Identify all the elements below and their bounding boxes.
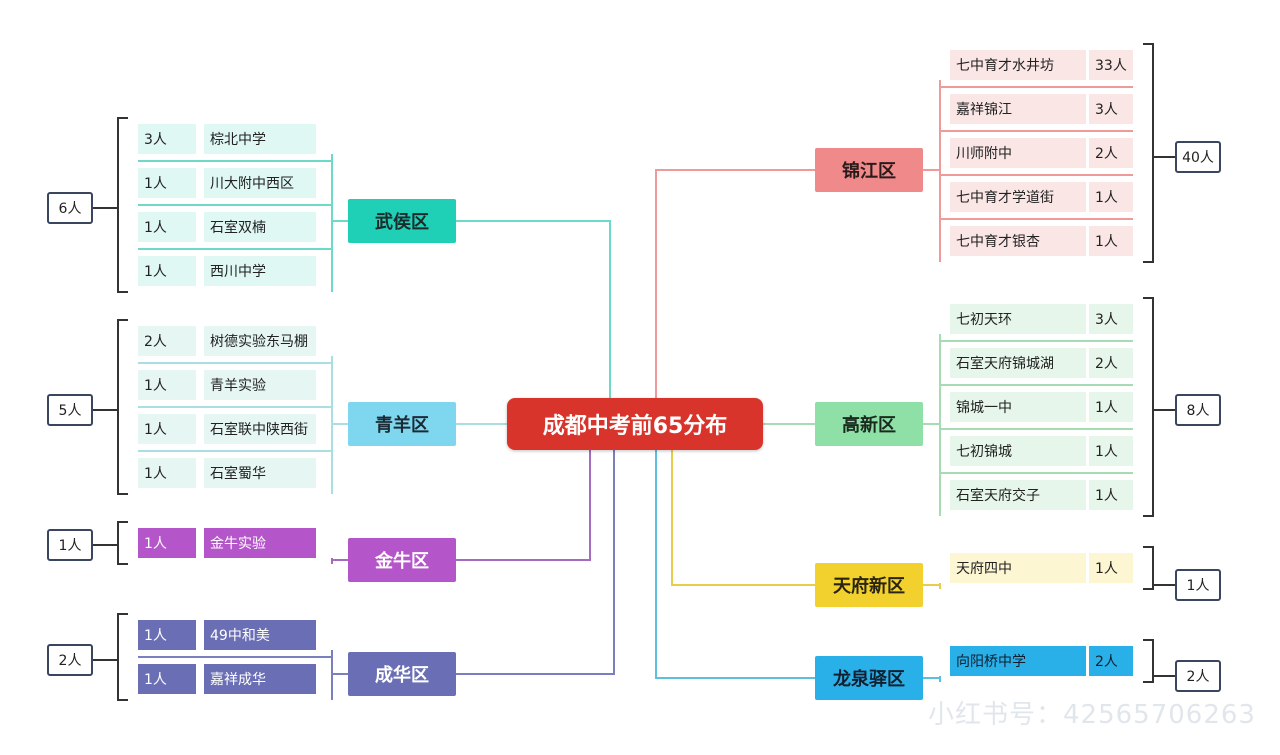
count-cell: 1人	[138, 256, 196, 286]
total-badge: 1人	[1175, 569, 1221, 601]
count-cell: 1人	[1089, 226, 1133, 256]
trunk-line	[456, 450, 615, 675]
trunk-line	[655, 169, 815, 398]
bracket	[1143, 639, 1154, 683]
count-cell: 1人	[1089, 480, 1133, 510]
count-cell: 33人	[1089, 50, 1133, 80]
count-cell: 2人	[1089, 646, 1133, 676]
watermark: 小红书号：42565706263	[928, 700, 1256, 730]
district-node: 锦江区	[815, 148, 923, 192]
bracket	[1143, 43, 1154, 263]
school-cell: 七初天环	[950, 304, 1086, 334]
school-cell: 树德实验东马棚	[204, 326, 316, 356]
count-cell: 1人	[1089, 436, 1133, 466]
school-cell: 石室天府锦城湖	[950, 348, 1086, 378]
school-cell: 锦城一中	[950, 392, 1086, 422]
district-node: 青羊区	[348, 402, 456, 446]
trunk-line	[671, 450, 815, 586]
count-cell: 1人	[138, 528, 196, 558]
bracket	[117, 117, 128, 293]
count-cell: 1人	[138, 458, 196, 488]
count-cell: 1人	[138, 212, 196, 242]
district-node: 金牛区	[348, 538, 456, 582]
count-cell: 3人	[1089, 94, 1133, 124]
count-cell: 1人	[138, 168, 196, 198]
school-cell: 石室天府交子	[950, 480, 1086, 510]
count-cell: 3人	[1089, 304, 1133, 334]
school-cell: 七中育才学道街	[950, 182, 1086, 212]
count-cell: 1人	[1089, 392, 1133, 422]
school-cell: 青羊实验	[204, 370, 316, 400]
total-badge: 2人	[47, 644, 93, 676]
trunk-line	[456, 450, 591, 561]
district-node: 武侯区	[348, 199, 456, 243]
school-cell: 石室蜀华	[204, 458, 316, 488]
school-cell: 49中和美	[204, 620, 316, 650]
total-badge: 5人	[47, 394, 93, 426]
school-cell: 金牛实验	[204, 528, 316, 558]
district-node: 高新区	[815, 402, 923, 446]
bracket	[1143, 546, 1154, 590]
trunk-line	[456, 220, 611, 398]
school-cell: 七中育才水井坊	[950, 50, 1086, 80]
trunk-line	[655, 450, 815, 679]
bracket	[117, 521, 128, 565]
count-cell: 1人	[138, 414, 196, 444]
count-cell: 1人	[138, 620, 196, 650]
count-cell: 1人	[138, 370, 196, 400]
school-cell: 嘉祥成华	[204, 664, 316, 694]
bracket	[117, 613, 128, 701]
bracket	[117, 319, 128, 495]
school-cell: 石室双楠	[204, 212, 316, 242]
count-cell: 3人	[138, 124, 196, 154]
count-cell: 2人	[1089, 138, 1133, 168]
school-cell: 棕北中学	[204, 124, 316, 154]
school-cell: 向阳桥中学	[950, 646, 1086, 676]
count-cell: 1人	[1089, 182, 1133, 212]
total-badge: 6人	[47, 192, 93, 224]
total-badge: 40人	[1175, 141, 1221, 173]
count-cell: 1人	[138, 664, 196, 694]
district-node: 天府新区	[815, 563, 923, 607]
school-cell: 石室联中陕西街	[204, 414, 316, 444]
district-node: 成华区	[348, 652, 456, 696]
bracket	[1143, 297, 1154, 517]
school-cell: 天府四中	[950, 553, 1086, 583]
total-badge: 2人	[1175, 660, 1221, 692]
total-badge: 1人	[47, 529, 93, 561]
center-title: 成都中考前65分布	[507, 398, 763, 450]
count-cell: 2人	[138, 326, 196, 356]
district-node: 龙泉驿区	[815, 656, 923, 700]
school-cell: 川师附中	[950, 138, 1086, 168]
school-cell: 嘉祥锦江	[950, 94, 1086, 124]
school-cell: 西川中学	[204, 256, 316, 286]
school-cell: 七初锦城	[950, 436, 1086, 466]
total-badge: 8人	[1175, 394, 1221, 426]
school-cell: 川大附中西区	[204, 168, 316, 198]
school-cell: 七中育才银杏	[950, 226, 1086, 256]
count-cell: 1人	[1089, 553, 1133, 583]
count-cell: 2人	[1089, 348, 1133, 378]
